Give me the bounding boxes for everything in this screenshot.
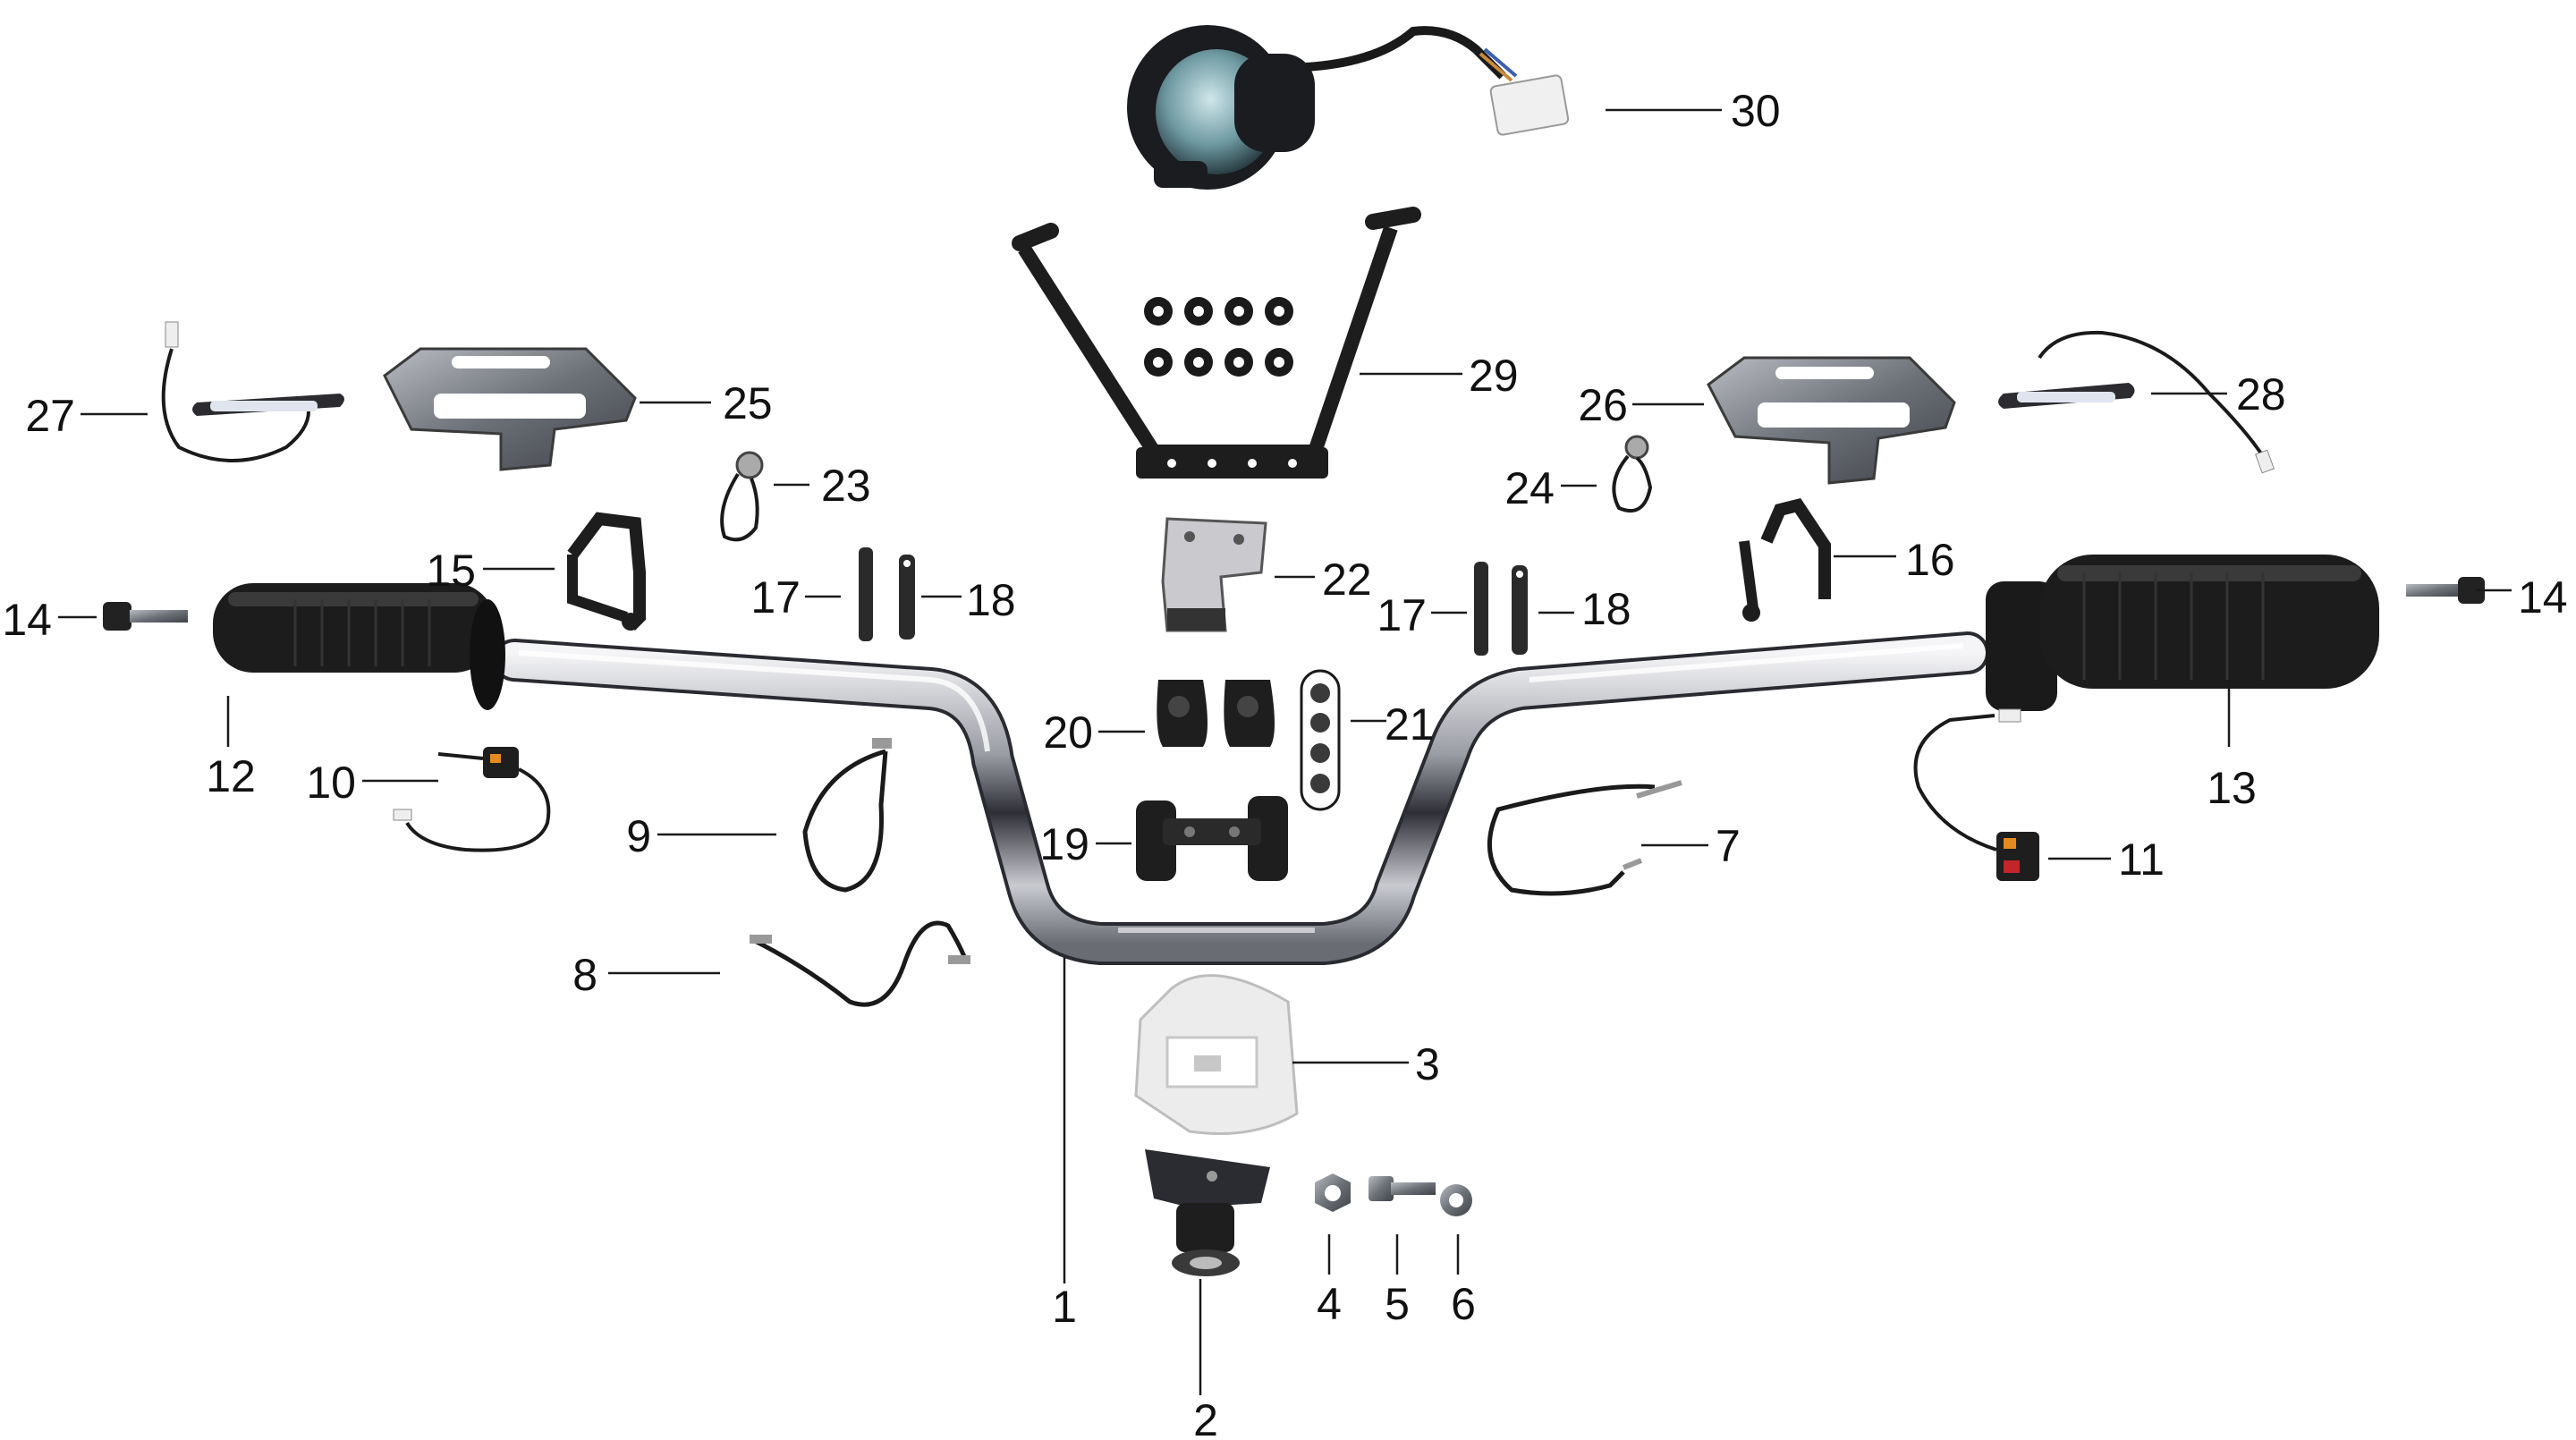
callout-26: 26 <box>1578 380 1628 430</box>
hand-guard-left <box>383 347 637 471</box>
visor-bracket <box>1012 207 1421 479</box>
strip-left-18 <box>899 555 915 640</box>
sensor-left <box>720 451 764 542</box>
strip-right-18 <box>1512 565 1528 655</box>
callout-17-right: 17 <box>1377 590 1427 640</box>
hand-guard-right <box>1707 356 1956 485</box>
callout-12: 12 <box>206 751 256 801</box>
stem-mount <box>1145 1149 1270 1276</box>
callout-18-right: 18 <box>1581 584 1631 634</box>
switch-right <box>1913 708 2039 881</box>
callout-29: 29 <box>1469 351 1519 401</box>
upper-clamp-right <box>1224 680 1275 747</box>
callout-4: 4 <box>1317 1279 1342 1329</box>
callout-6: 6 <box>1451 1279 1476 1329</box>
callout-14-left: 14 <box>2 595 52 645</box>
callout-14-right: 14 <box>2518 572 2568 623</box>
instrument-cluster <box>1127 25 1570 190</box>
washer <box>1440 1184 1472 1216</box>
plastic-spacer <box>1134 974 1299 1135</box>
bracket-left <box>567 512 646 631</box>
callout-11: 11 <box>2118 834 2165 885</box>
callout-21: 21 <box>1385 699 1435 750</box>
callout-19: 19 <box>1039 819 1089 869</box>
callout-16: 16 <box>1905 535 1955 585</box>
strip-right-17 <box>1474 562 1488 656</box>
callout-28: 28 <box>2236 369 2286 419</box>
bracket-right <box>1739 498 1831 622</box>
callout-8: 8 <box>572 950 597 1000</box>
callout-15: 15 <box>426 546 476 596</box>
callout-23: 23 <box>821 461 871 511</box>
upper-clamp-left <box>1157 680 1208 747</box>
bar-end-left <box>103 602 188 631</box>
bushings <box>1300 669 1341 811</box>
callout-5: 5 <box>1385 1279 1410 1329</box>
callout-30: 30 <box>1731 86 1781 136</box>
callout-18-left: 18 <box>966 575 1016 625</box>
callout-1: 1 <box>1052 1282 1077 1332</box>
cable-7 <box>1487 780 1682 896</box>
led-light-right <box>1998 330 2275 474</box>
callout-9: 9 <box>626 811 651 861</box>
callout-25: 25 <box>723 378 773 428</box>
callout-13: 13 <box>2207 763 2257 813</box>
strip-left-17 <box>859 547 873 641</box>
callout-22: 22 <box>1322 555 1372 605</box>
cable-8 <box>750 920 970 1007</box>
mounting-plate <box>1161 517 1267 632</box>
callout-24: 24 <box>1504 463 1555 513</box>
sensor-right <box>1612 435 1653 513</box>
led-light-left <box>161 321 344 462</box>
lower-clamp <box>1136 796 1288 881</box>
leader-lines <box>58 108 2512 1395</box>
left-grip <box>213 583 505 710</box>
bolt <box>1368 1176 1436 1201</box>
callout-10: 10 <box>306 758 356 808</box>
grommets <box>1144 297 1293 377</box>
callout-3: 3 <box>1415 1039 1440 1089</box>
right-grip <box>1986 555 2379 711</box>
callout-2: 2 <box>1193 1395 1218 1440</box>
callout-20: 20 <box>1043 707 1093 758</box>
callout-17-left: 17 <box>750 572 801 623</box>
nut <box>1315 1173 1351 1212</box>
callout-numbers: 1 2 3 4 5 6 7 8 9 10 11 12 13 14 14 15 1… <box>2 86 2567 1440</box>
switch-left <box>393 747 551 852</box>
callout-27: 27 <box>25 391 75 441</box>
handlebar <box>493 631 1989 965</box>
cable-9 <box>802 738 892 893</box>
callout-7: 7 <box>1716 821 1741 871</box>
bar-end-right <box>2406 577 2485 604</box>
